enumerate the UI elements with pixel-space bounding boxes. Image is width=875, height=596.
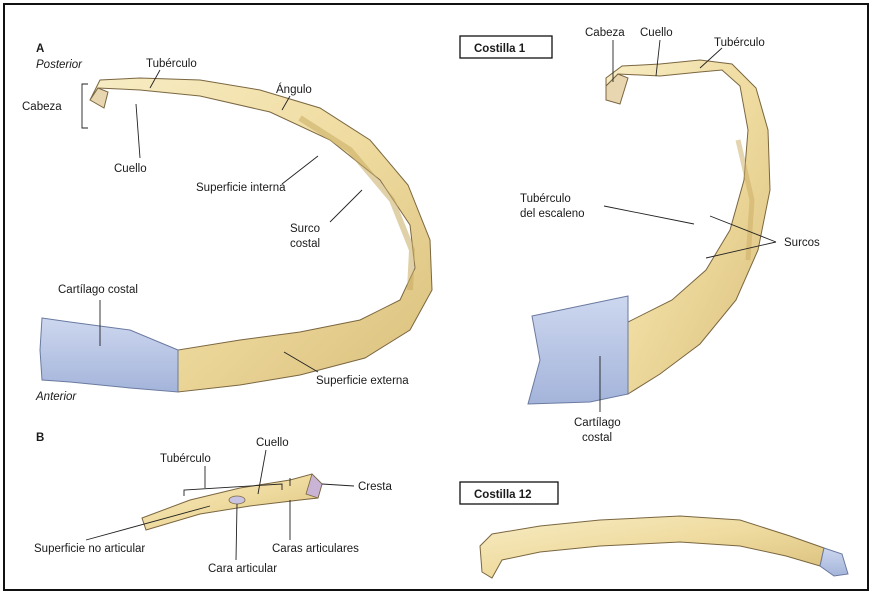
- costal-label-1: costal: [582, 432, 612, 444]
- cuello-label-1: Cuello: [640, 27, 673, 39]
- first-rib-bone: [606, 60, 770, 394]
- rib-head: [90, 88, 108, 108]
- tuberculo-escaleno-label-1: Tubérculo: [520, 193, 571, 205]
- superficie-interna-label: Superficie interna: [196, 182, 286, 194]
- caras-articulares-label: Caras articulares: [272, 543, 359, 555]
- surcos-label: Surcos: [784, 237, 820, 249]
- panel-a-letter: A: [36, 43, 44, 55]
- cuello-label-a: Cuello: [114, 163, 147, 175]
- costilla-1-panel: Costilla 1 Cabeza Cuello Tubérculo Tubér…: [460, 27, 820, 444]
- anterior-label: Anterior: [35, 391, 77, 403]
- cabeza-bracket: [82, 84, 88, 128]
- cuello-label-b: Cuello: [256, 437, 289, 449]
- costilla-1-title: Costilla 1: [474, 43, 526, 55]
- posterior-label: Posterior: [36, 59, 83, 71]
- superficie-no-articular-label: Superficie no articular: [34, 543, 145, 555]
- cara-articular-label: Cara articular: [208, 563, 277, 575]
- superficie-interna-leader: [282, 156, 318, 184]
- surco-label: Surco: [290, 223, 320, 235]
- cartilago-costal-label: Cartílago costal: [58, 284, 138, 296]
- superficie-externa-label: Superficie externa: [316, 375, 409, 387]
- panel-b-letter: B: [36, 432, 44, 444]
- tuberculo-label-b: Tubérculo: [160, 453, 211, 465]
- cresta-leader: [322, 484, 354, 486]
- angulo-label: Ángulo: [276, 83, 312, 96]
- cabeza-label-a: Cabeza: [22, 101, 62, 113]
- twelfth-rib-cartilage: [820, 548, 848, 576]
- costal-label-a: costal: [290, 238, 320, 250]
- cartilago-label-1: Cartílago: [574, 417, 621, 429]
- tuberculo-label-1: Tubérculo: [714, 37, 765, 49]
- tuberculo-escaleno-label-2: del escaleno: [520, 208, 585, 220]
- tuberculo-label-a: Tubérculo: [146, 58, 197, 70]
- tubercle-facet: [229, 496, 245, 504]
- cuello-leader-a: [136, 104, 140, 158]
- cabeza-label-1: Cabeza: [585, 27, 625, 39]
- tuberculo-escaleno-leader: [604, 206, 694, 224]
- panel-b: B Tubérculo Cuello Cresta Superficie no …: [34, 432, 392, 575]
- cara-articular-leader: [236, 504, 237, 560]
- panel-a: A Posterior Anterior Cabeza Tubérculo Án…: [22, 43, 432, 403]
- costilla-12-title: Costilla 12: [474, 489, 532, 501]
- twelfth-rib-bone: [480, 516, 824, 578]
- cresta-label: Cresta: [358, 481, 392, 493]
- superficie-no-articular-leader: [86, 506, 210, 540]
- surco-leader: [330, 190, 362, 222]
- first-rib-cartilage: [528, 296, 628, 404]
- costilla-12-panel: Costilla 12: [460, 482, 848, 578]
- costal-cartilage-a: [40, 318, 178, 392]
